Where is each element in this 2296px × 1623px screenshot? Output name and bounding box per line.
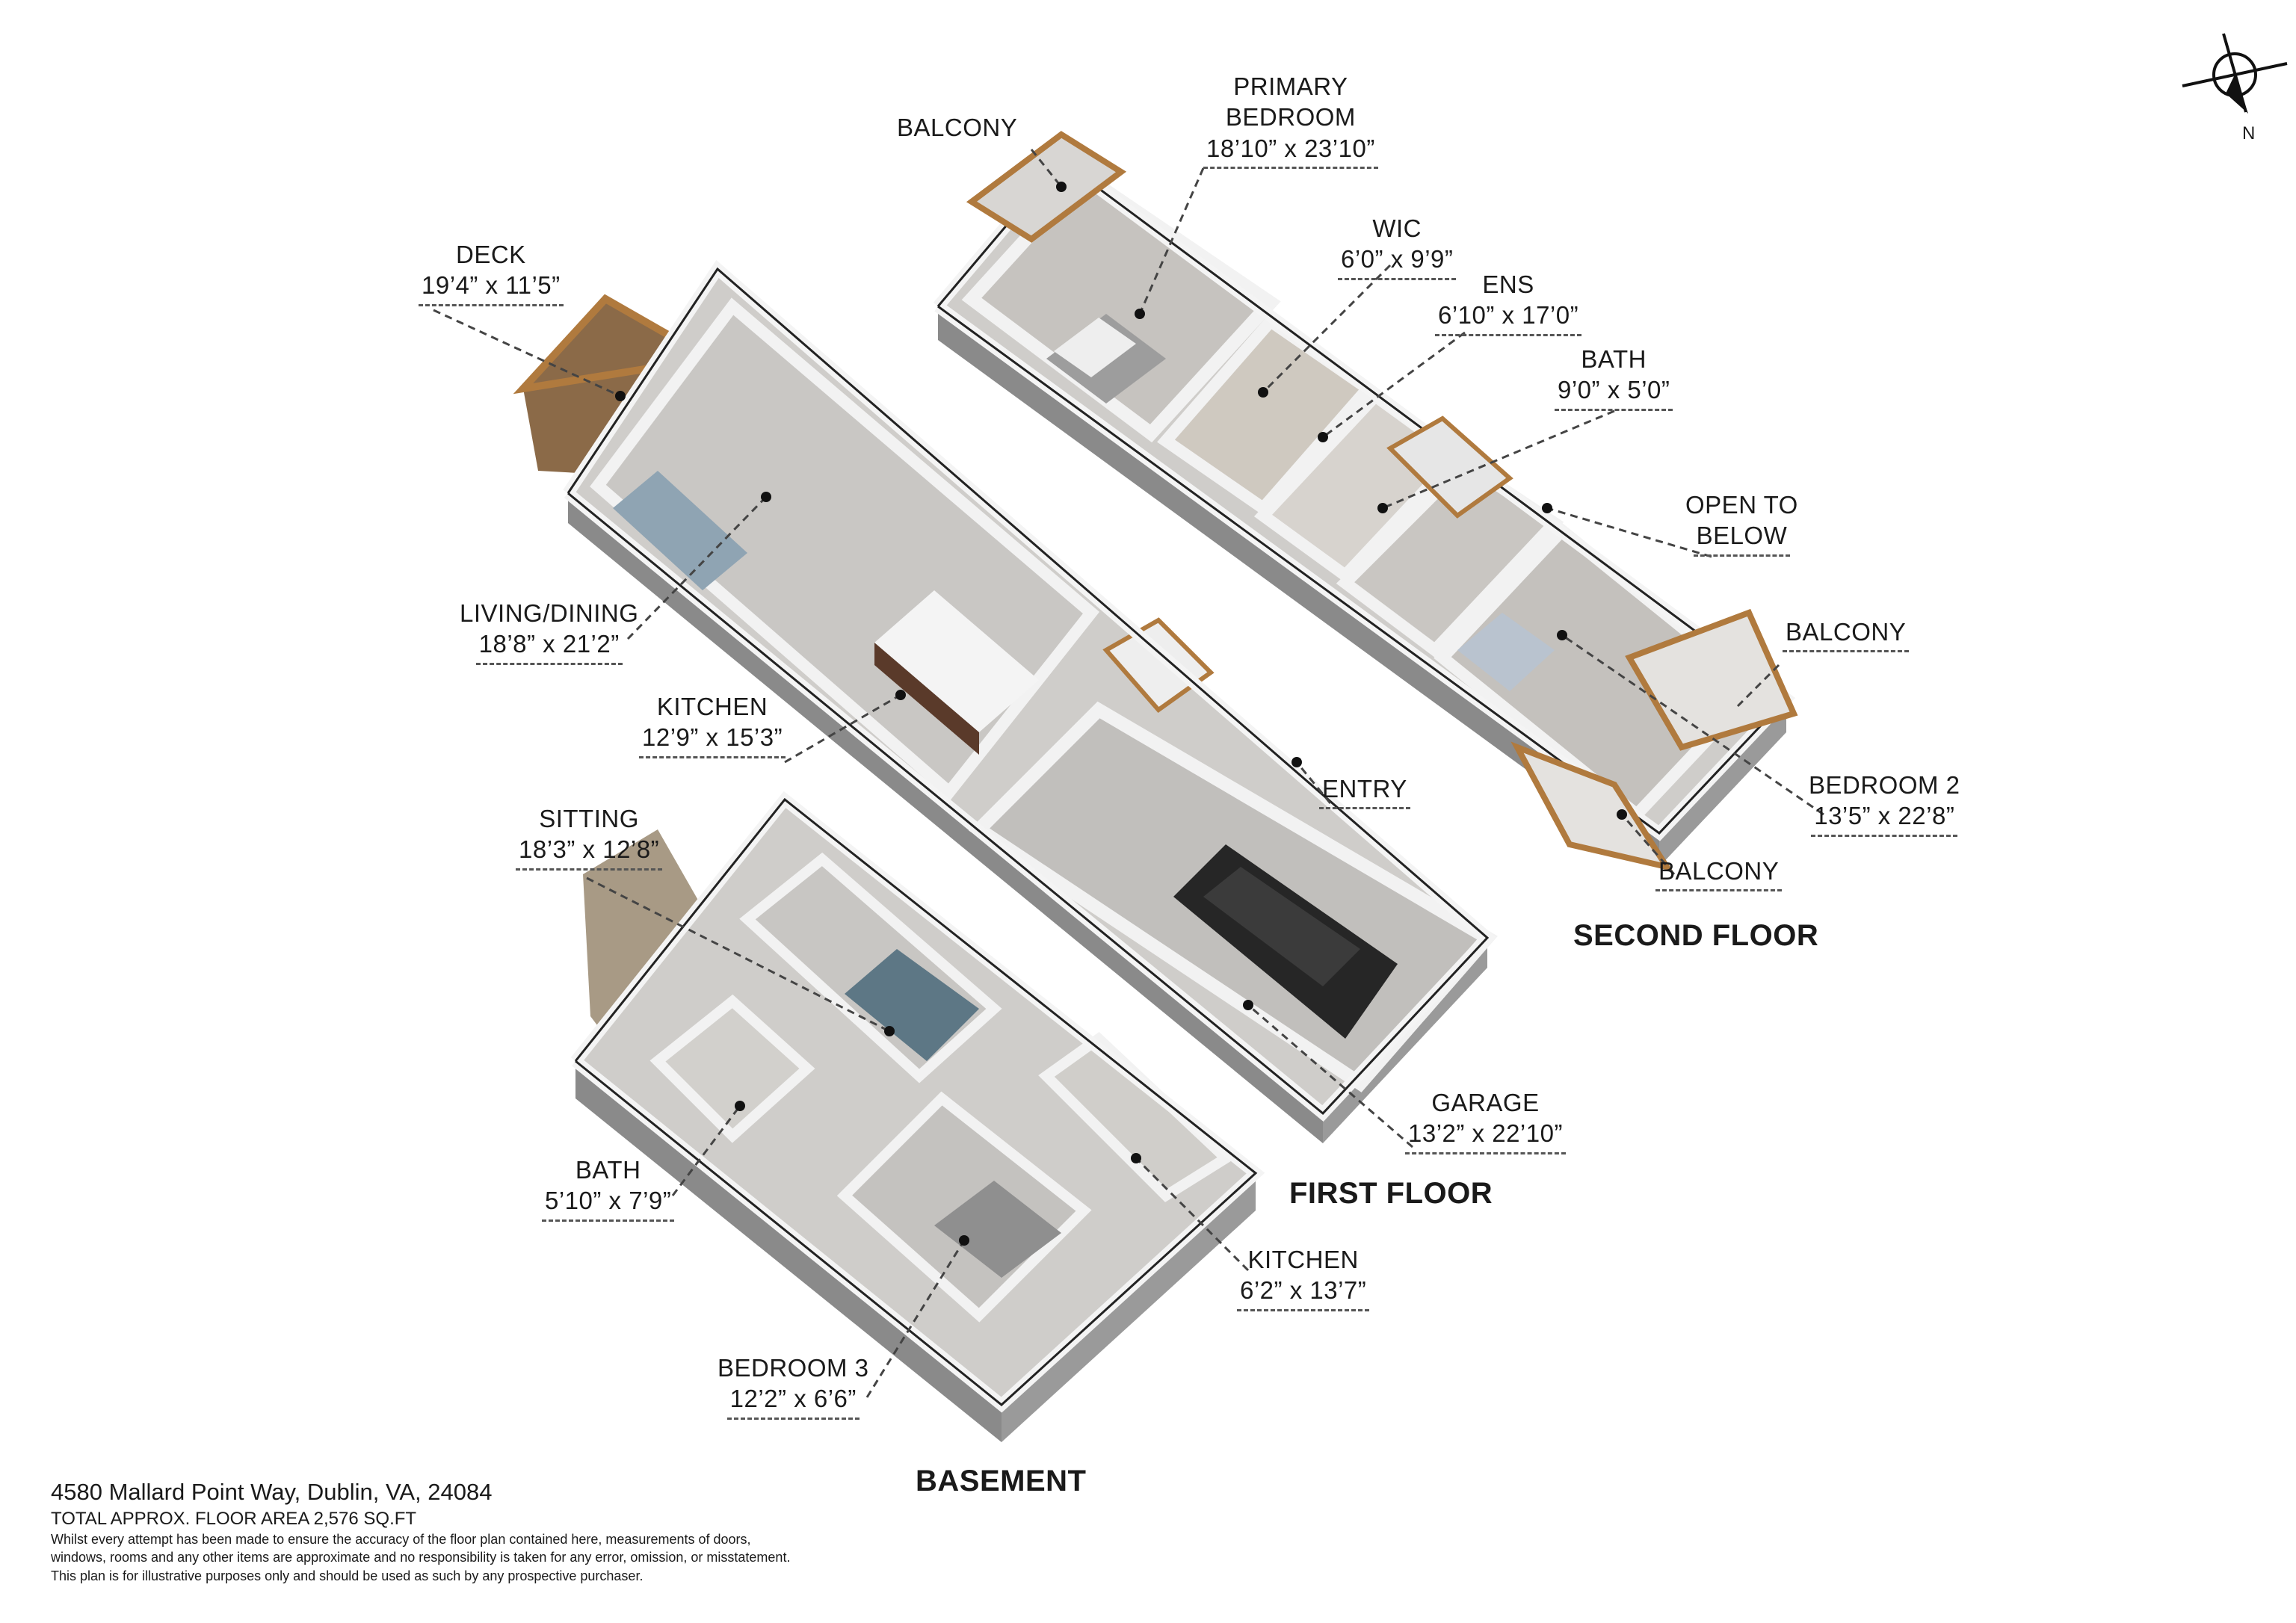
property-address: 4580 Mallard Point Way, Dublin, VA, 2408… bbox=[51, 1479, 493, 1505]
label-garage: GARAGE 13’2” x 22’10” bbox=[1405, 1087, 1566, 1154]
label-sitting: SITTING 18’3” x 12’8” bbox=[516, 803, 663, 871]
title-basement: BASEMENT bbox=[916, 1465, 1087, 1497]
label-bedroom-2: BEDROOM 2 13’5” x 22’8” bbox=[1809, 770, 1960, 837]
label-open-to-below: OPEN TO BELOW bbox=[1685, 489, 1798, 557]
disclaimer-line-1: Whilst every attempt has been made to en… bbox=[51, 1531, 751, 1547]
label-wic: WIC 6’0” x 9’9” bbox=[1338, 213, 1457, 280]
label-primary-bedroom: PRIMARY BEDROOM 18’10” x 23’10” bbox=[1203, 71, 1378, 169]
label-ens: ENS 6’10” x 17’0” bbox=[1435, 269, 1582, 336]
label-balcony-s: BALCONY bbox=[1655, 856, 1783, 892]
compass-north-label: N bbox=[2242, 123, 2256, 143]
label-living-dining: LIVING/DINING 18’8” x 21’2” bbox=[460, 598, 638, 665]
total-floor-area: TOTAL APPROX. FLOOR AREA 2,576 SQ.FT bbox=[51, 1508, 417, 1529]
label-kitchen-basement: KITCHEN 6’2” x 13’7” bbox=[1237, 1244, 1370, 1311]
room-marker-dots bbox=[615, 182, 1627, 1246]
footer: 4580 Mallard Point Way, Dublin, VA, 2408… bbox=[51, 1478, 1097, 1585]
label-entry: ENTRY bbox=[1319, 773, 1410, 810]
disclaimer-line-2: windows, rooms and any other items are a… bbox=[51, 1550, 791, 1565]
compass-icon bbox=[2182, 33, 2288, 114]
label-kitchen-first: KITCHEN 12’9” x 15’3” bbox=[639, 691, 786, 758]
label-bath-second: BATH 9’0” x 5’0” bbox=[1555, 344, 1673, 411]
leader-lines bbox=[433, 149, 1824, 1398]
label-bedroom-3: BEDROOM 3 12’2” x 6’6” bbox=[718, 1352, 869, 1420]
first-floor-model bbox=[513, 259, 1498, 1143]
label-bath-basement: BATH 5’10” x 7’9” bbox=[542, 1154, 675, 1222]
label-deck: DECK 19’4” x 11’5” bbox=[419, 239, 564, 306]
label-balcony-e: BALCONY bbox=[1783, 616, 1910, 653]
disclaimer-line-3: This plan is for illustrative purposes o… bbox=[51, 1568, 644, 1583]
title-second-floor: SECOND FLOOR bbox=[1573, 919, 1819, 952]
label-balcony-nw: BALCONY bbox=[897, 114, 1018, 141]
basement-model bbox=[570, 791, 1265, 1442]
title-first-floor: FIRST FLOOR bbox=[1289, 1177, 1493, 1210]
